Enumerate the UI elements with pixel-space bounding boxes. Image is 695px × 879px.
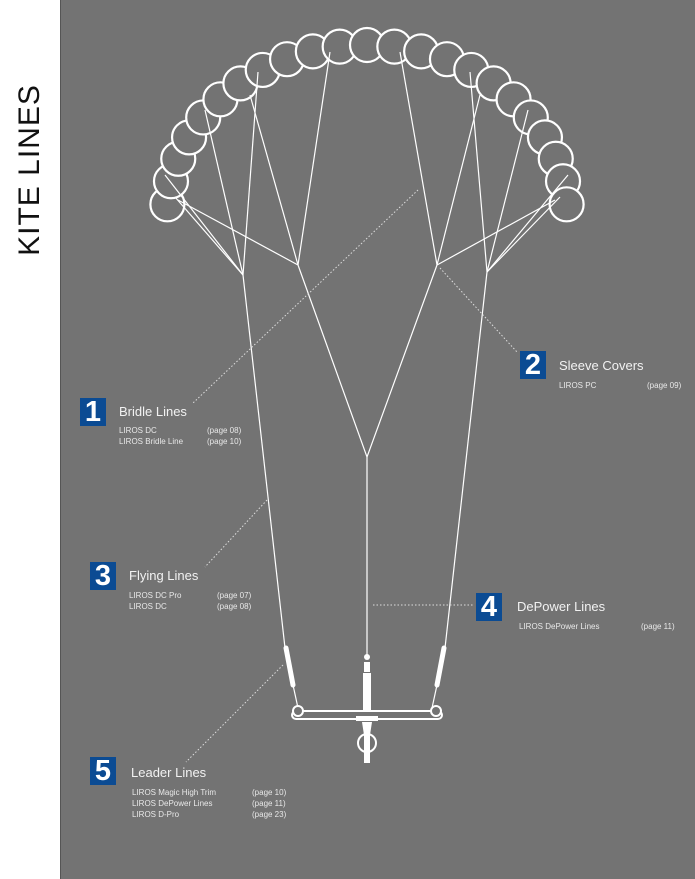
canopy-cell [548,186,585,223]
leader-sleeve-left [283,645,296,688]
product-name: LIROS DC [119,426,157,435]
bridle-line [486,109,529,273]
chicken-loop-base [362,722,372,735]
product-row: LIROS PC (page 09) [559,380,681,391]
number-badge: 1 [80,398,106,427]
bridle-line [297,51,331,266]
bridle-line [242,71,259,276]
depower-line-v [297,264,438,459]
callout-pointer-3 [204,499,268,568]
page-ref: (page 10) [207,437,242,446]
number-badge: 5 [90,757,116,786]
product-name: LIROS DC Pro [129,591,182,600]
bridle-line [204,109,244,276]
leader-sleeve-right [434,645,447,688]
flying-line-right [444,271,488,649]
callout-title: Sleeve Covers [559,358,644,373]
leader-line-right [431,684,438,709]
page-ref: (page 11) [641,622,675,631]
callout-title: Bridle Lines [119,404,187,419]
bridle-line [174,196,244,276]
callout-title: Leader Lines [131,765,207,780]
product-row: LIROS Magic High Trim (page 10) [132,787,286,798]
callout-pointer-5 [185,664,284,763]
callout-pointer-2 [439,267,518,353]
product-list: LIROS Magic High Trim(page 10)LIROS DePo… [132,787,286,820]
product-row: LIROS DePower Lines (page 11) [132,798,286,809]
product-name: LIROS D-Pro [132,810,180,819]
bridle-line [436,94,481,266]
number-badge: 4 [476,593,502,622]
bar-center [356,716,378,721]
product-name: LIROS PC [559,381,597,390]
page-ref: (page 09) [647,381,682,390]
page-ref: (page 08) [207,426,242,435]
product-name: LIROS DePower Lines [519,622,600,631]
callout-title: DePower Lines [517,599,606,614]
flying-line-left [242,274,286,649]
page-ref: (page 07) [217,591,252,600]
page-ref: (page 23) [252,810,287,819]
bridle-line [177,199,299,266]
product-row: LIROS DePower Lines (page 11) [519,621,675,632]
bridle-line [164,174,244,276]
product-list: LIROS PC (page 09) [559,380,681,391]
bridle-line [486,196,561,273]
chicken-loop-stick [364,735,370,763]
number-badge: 3 [90,562,116,591]
product-list: LIROS DC Pro (page 07) LIROS DC (page 08) [129,590,251,612]
page-ref: (page 11) [252,799,286,808]
bar-end-right [430,705,442,717]
product-name: LIROS Bridle Line [119,437,184,446]
bridle-line [436,199,556,266]
depower-sleeve [363,673,371,713]
product-row: LIROS DC Pro (page 07) [129,590,251,601]
side-strip: KITE LINES [0,0,61,879]
bar-end-left [292,705,304,717]
bridle-line [469,71,488,273]
depower-knot [364,654,370,660]
product-list: LIROS DePower Lines (page 11) [519,621,675,632]
depower-stopper [364,662,370,672]
product-name: LIROS DC [129,602,167,611]
callout-title: Flying Lines [129,568,199,583]
product-name: LIROS DePower Lines [132,799,213,808]
product-list: LIROS DC (page 08) LIROS Bridle Line (page … [119,425,241,447]
number-badge: 2 [520,351,546,380]
bridle-line [249,94,299,266]
product-row: LIROS Bridle Line (page 10) [119,436,241,447]
leader-line-left [292,684,299,709]
product-name: LIROS Magic High Trim [132,788,217,797]
product-row: LIROS DC (page 08) [129,601,251,612]
callout-pointer-1 [192,189,419,404]
product-row: LIROS DC (page 08) [119,425,241,436]
page-ref: (page 08) [217,602,252,611]
page-ref: (page 10) [252,788,287,797]
bridle-line [399,51,438,266]
product-row: LIROS D-Pro (page 23) [132,809,286,820]
bridle-line [486,174,569,273]
